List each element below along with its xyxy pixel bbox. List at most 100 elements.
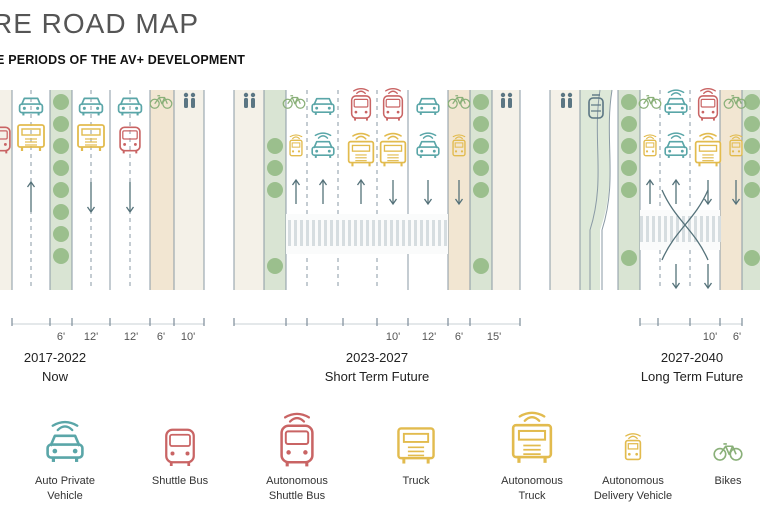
era-long-term: 2027-2040 Long Term Future (612, 348, 760, 386)
car-icon (78, 97, 104, 116)
era-name: Long Term Future (640, 369, 744, 384)
era-name: Now (41, 369, 68, 384)
autonomous-shuttle-bus-icon (382, 88, 404, 121)
section-short-term: 10' 12' 6' 15' (233, 88, 521, 340)
bike-icon (713, 443, 743, 461)
traffic-direction-arrow (388, 180, 398, 206)
tree-row (621, 94, 637, 198)
traffic-direction-arrow (423, 180, 433, 206)
dimension-label: 6' (733, 331, 741, 340)
traffic-direction-arrow (671, 178, 681, 204)
legend-label: Shuttle Bus (151, 475, 209, 487)
shuttle-bus-icon (119, 126, 141, 154)
traffic-direction-arrow (703, 264, 713, 290)
autonomous-car-icon (664, 132, 688, 158)
legend-label: Truck (402, 475, 430, 487)
dimension-label: 12' (124, 331, 138, 340)
section-now: 6'12'12'6'10' (0, 90, 205, 340)
traffic-direction-arrow (731, 180, 741, 206)
crosswalk (640, 216, 721, 242)
autonomous-shuttle-bus-icon (350, 88, 372, 121)
dimension-label: 12' (422, 331, 436, 340)
dimension-label: 10' (181, 331, 195, 340)
dimension-label: 15' (487, 331, 501, 340)
car-icon (311, 97, 335, 115)
dimension-label: 10' (386, 331, 400, 340)
tree-row (473, 258, 489, 274)
delivery-vehicle-icon (289, 134, 303, 157)
truck-icon (397, 427, 435, 464)
autonomous-car-icon (46, 420, 84, 462)
dimension-label: 10' (703, 331, 717, 340)
autonomous-truck-icon (379, 132, 407, 167)
tree-row (267, 258, 283, 274)
page-subtitle: E PERIODS OF THE AV+ DEVELOPMENT (0, 53, 246, 67)
bike-icon (282, 95, 306, 109)
truck-icon (77, 124, 105, 151)
bike-icon (149, 95, 173, 109)
autonomous-shuttle-bus-icon (280, 412, 314, 467)
delivery-vehicle-icon (624, 433, 642, 461)
truck-icon (397, 427, 435, 464)
traffic-direction-arrow (318, 178, 328, 204)
delivery-vehicle-icon (452, 134, 466, 157)
car-icon (18, 97, 44, 116)
era-years: 2027-2040 (660, 350, 724, 365)
section-long-term: 10' 6' (549, 88, 760, 340)
era-name: Short Term Future (324, 369, 430, 384)
era-short-term: 2023-2027 Short Term Future (297, 348, 457, 386)
era-years: 2017-2022 (23, 350, 87, 365)
tree-row (744, 94, 760, 198)
pedestrian-icon (500, 92, 506, 108)
delivery-vehicle-icon (729, 134, 743, 157)
era-now: 2017-2022 Now (0, 348, 110, 386)
legend-label: Bikes (714, 475, 742, 487)
dimension-label: 6' (57, 331, 65, 340)
traffic-direction-arrow (703, 180, 713, 206)
bike-icon (638, 95, 662, 109)
traffic-direction-arrow (125, 182, 135, 214)
pedestrian-icon (560, 92, 566, 108)
traffic-direction-arrow (26, 180, 36, 212)
dimension-label: 12' (84, 331, 98, 340)
legend-item: Truck (361, 402, 471, 489)
page-title: RE ROAD MAP (0, 8, 200, 39)
tree-row (267, 138, 283, 198)
pedestrian-icon (567, 92, 573, 108)
autonomous-shuttle-bus-icon (280, 412, 314, 467)
pedestrian-icon (183, 92, 189, 108)
bike-icon (447, 95, 471, 109)
autonomous-truck-icon (511, 411, 553, 463)
autonomous-car-icon (46, 420, 84, 462)
car-icon (117, 97, 143, 116)
legend-item: Bikes (673, 402, 760, 489)
autonomous-truck-icon (511, 411, 553, 463)
autonomous-shuttle-bus-icon (697, 88, 719, 121)
tree-row (53, 94, 69, 264)
delivery-vehicle-icon (624, 433, 642, 461)
shuttle-bus-icon (0, 126, 11, 154)
pedestrian-icon (250, 92, 256, 108)
dimension-line (639, 318, 743, 326)
tree-row (473, 94, 489, 198)
traffic-direction-arrow (645, 178, 655, 204)
road-sections-diagram: 6'12'12'6'10'10'12'6'15'10'6' (0, 88, 760, 340)
traffic-direction-arrow (291, 178, 301, 204)
shuttle-bus-icon (165, 428, 195, 466)
lane-crossover (661, 189, 709, 261)
pedestrian-icon (507, 92, 513, 108)
tram-icon (588, 94, 604, 119)
traffic-direction-arrow (671, 264, 681, 290)
legend-item: Shuttle Bus (125, 402, 235, 489)
shuttle-bus-icon (165, 428, 195, 466)
dimension-label: 6' (455, 331, 463, 340)
bike-icon (723, 95, 747, 109)
